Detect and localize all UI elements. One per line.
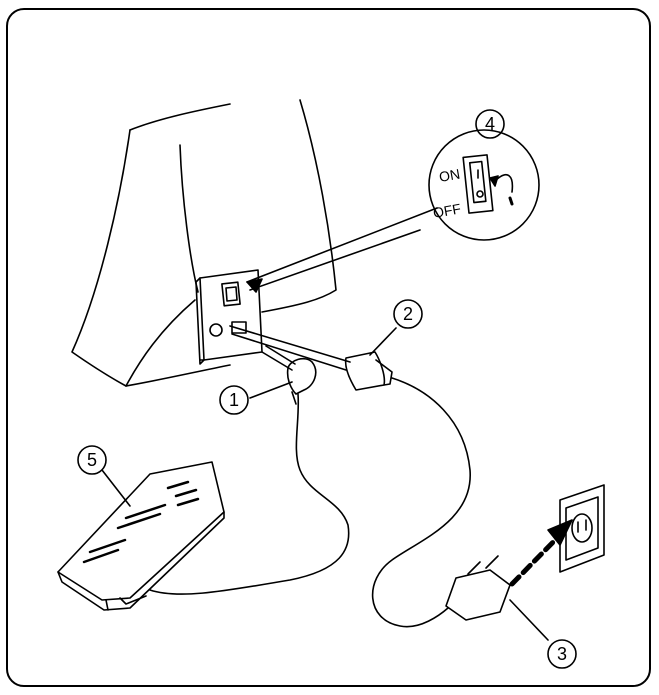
sewing-machine-body xyxy=(71,99,337,387)
foot-control-plug xyxy=(149,345,350,595)
wall-outlet xyxy=(559,484,605,573)
machine-power-plug xyxy=(229,325,471,628)
callout-5-circle xyxy=(77,445,107,475)
callout-5-label: 5 xyxy=(87,450,97,470)
callout-3-label: 3 xyxy=(557,644,567,664)
callout-2-leader xyxy=(369,327,397,356)
switch-on-label: ON xyxy=(438,166,461,185)
callout-5-leader xyxy=(101,469,131,507)
diagram-frame xyxy=(6,8,651,687)
callout-2-label: 2 xyxy=(403,304,413,324)
callout-4-circle xyxy=(475,109,505,139)
callout-4-label: 4 xyxy=(485,114,495,134)
switch-pointer-arrow xyxy=(246,207,438,293)
callout-1-circle xyxy=(219,385,249,415)
switch-off-label: OFF xyxy=(432,200,462,221)
wall-plug xyxy=(445,519,573,621)
power-switch-detail xyxy=(428,129,540,241)
callout-1-label: 1 xyxy=(229,390,239,410)
callout-3-circle xyxy=(547,639,577,669)
foot-control-pedal xyxy=(57,461,225,611)
callout-1-leader xyxy=(249,381,293,399)
callout-2-circle xyxy=(393,299,423,329)
callout-3-leader xyxy=(509,599,549,641)
